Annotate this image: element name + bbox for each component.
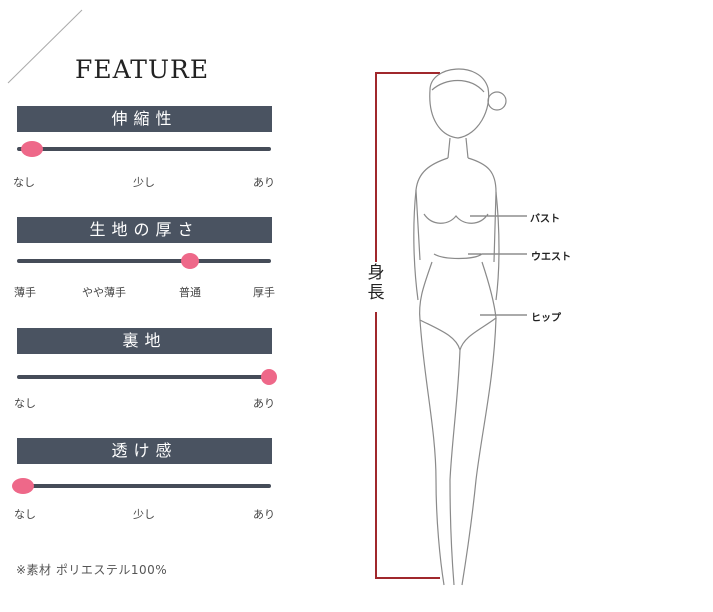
scale-label: 少し <box>133 508 155 521</box>
hip-label: ヒップ <box>531 313 561 324</box>
feature-header-thickness: 生地の厚さ <box>17 217 272 243</box>
feature-header-lining: 裏地 <box>17 328 272 354</box>
feature-slider-stretch <box>17 141 271 157</box>
feature-slider-thickness <box>17 253 271 269</box>
feature-title: FEATURE <box>75 55 210 84</box>
scale-label: なし <box>14 397 36 410</box>
scale-label: やや薄手 <box>82 286 126 299</box>
scale-label: なし <box>13 176 35 189</box>
feature-header-stretch: 伸縮性 <box>17 106 272 132</box>
scale-label: あり <box>253 397 275 410</box>
height-measure-line <box>375 72 440 579</box>
diagonal-divider <box>7 9 83 84</box>
measure-leaders <box>468 215 527 316</box>
height-label: 身長 <box>367 263 385 303</box>
scale-label: 薄手 <box>14 286 36 299</box>
scale-label: 少し <box>133 176 155 189</box>
slider-knob <box>12 478 34 494</box>
scale-label: 厚手 <box>253 286 275 299</box>
scale-label: なし <box>14 508 36 521</box>
slider-knob <box>21 141 43 157</box>
slider-knob <box>261 369 277 385</box>
feature-slider-sheerness <box>12 478 271 494</box>
waist-label: ウエスト <box>531 252 571 263</box>
feature-slider-lining <box>17 369 277 385</box>
scale-label: 普通 <box>179 286 201 299</box>
body-figure-illustration <box>413 68 507 586</box>
feature-header-sheerness: 透け感 <box>17 438 272 464</box>
scale-label: あり <box>253 508 275 521</box>
scale-label: あり <box>253 176 275 189</box>
slider-knob <box>180 253 199 269</box>
material-footnote: ※素材 ポリエステル100% <box>16 563 168 577</box>
bust-label: バスト <box>530 214 560 225</box>
